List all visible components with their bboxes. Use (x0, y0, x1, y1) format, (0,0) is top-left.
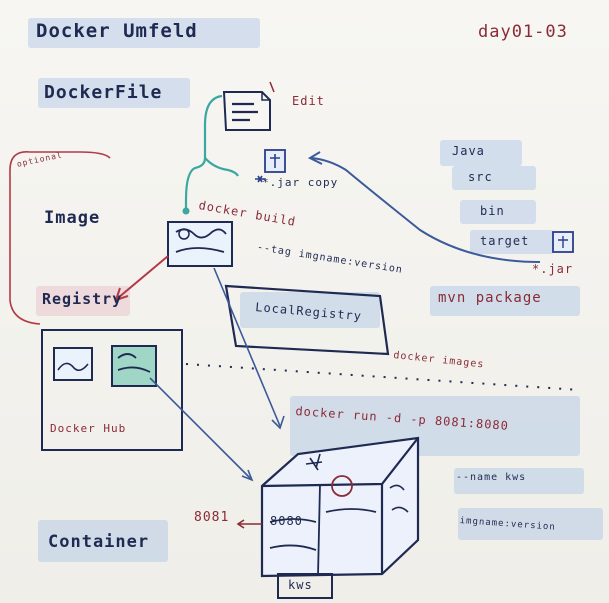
mvn-package-label: mvn package (438, 290, 542, 306)
registry-highlight (36, 286, 130, 316)
board-date: day01-03 (478, 22, 568, 42)
tree-src: src (468, 170, 493, 184)
local-registry-box (224, 284, 390, 356)
docker-hub-box (41, 329, 183, 451)
tree-target: target (480, 234, 530, 248)
tree-highlight-java (440, 140, 522, 166)
title-highlight (28, 18, 260, 48)
tree-highlight-bin (460, 200, 536, 224)
copy-arrow (311, 157, 541, 263)
tree-bin: bin (480, 204, 505, 218)
tree-java: Java (452, 144, 485, 158)
container-name-label: kws (288, 578, 313, 592)
registry-label: Registry (42, 290, 123, 308)
tree-highlight-src (452, 166, 536, 190)
board-title: Docker Umfeld (36, 20, 198, 42)
jar-copy-label: *.jar copy (262, 176, 339, 189)
container-label: Container (48, 532, 150, 552)
container-cube (260, 436, 420, 578)
name-option-label: --name kws (456, 472, 527, 483)
build-flow-arrow (184, 94, 223, 210)
jar-file-icon (264, 149, 286, 173)
tree-jar: *.jar (532, 262, 574, 276)
local-registry-highlight (240, 292, 380, 328)
name-highlight (454, 468, 584, 494)
run-highlight (290, 396, 580, 456)
dockerfile-doc-icon (222, 81, 275, 131)
push-arrow (117, 255, 169, 299)
container-name-box (277, 573, 333, 599)
run-arrow (213, 267, 281, 427)
image-label: Image (44, 208, 101, 228)
hub-image-1-icon (53, 347, 93, 381)
dockerfile-label: DockerFile (44, 82, 163, 103)
image-icon (167, 221, 233, 267)
imgname-highlight (458, 508, 603, 540)
docker-hub-label: Docker Hub (50, 422, 127, 435)
tree-highlight-target (470, 230, 554, 254)
mvn-highlight (430, 286, 580, 316)
container-highlight (38, 520, 168, 562)
hub-image-2-icon (111, 345, 157, 387)
dockerfile-highlight (38, 78, 190, 108)
edit-label: Edit (292, 94, 325, 108)
hub-run-arrow (149, 377, 253, 481)
dotted-separator (185, 363, 581, 391)
optional-curve (9, 151, 111, 325)
host-port-label: 8081 (194, 510, 230, 525)
container-port-label: 8080 (270, 514, 303, 528)
